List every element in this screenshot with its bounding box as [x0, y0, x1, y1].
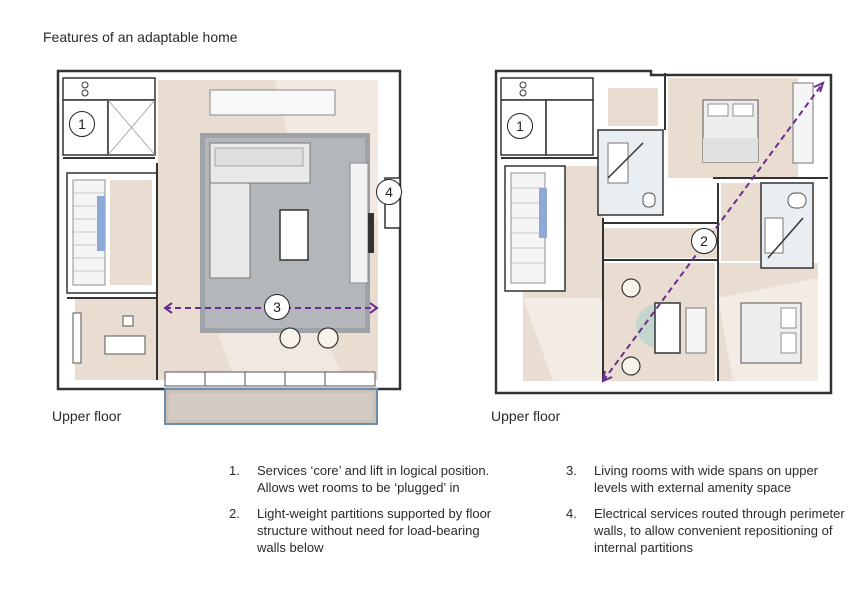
- note-number: 3.: [566, 463, 577, 478]
- note-text: Services ‘core’ and lift in logical posi…: [257, 463, 490, 495]
- right-plan-drawing: [494, 69, 833, 395]
- storage-cupboard: [500, 77, 594, 101]
- marker-3-label: 3: [273, 299, 281, 315]
- marker-1-label: 1: [516, 118, 524, 134]
- chair: [317, 327, 339, 349]
- right-floor-plan: 1 2: [493, 68, 833, 398]
- note-1: 1. Services ‘core’ and lift in logical p…: [229, 462, 509, 496]
- storage-cupboard: [62, 77, 156, 101]
- note-number: 1.: [229, 463, 240, 478]
- note-4: 4. Electrical services routed through pe…: [566, 505, 846, 556]
- note-number: 2.: [229, 506, 240, 521]
- marker-4: 4: [376, 179, 402, 205]
- desk: [654, 302, 681, 354]
- marker-1-label: 1: [78, 116, 86, 132]
- note-2: 2. Light-weight partitions supported by …: [229, 505, 509, 556]
- marker-1: 1: [69, 111, 95, 137]
- marker-2-label: 2: [700, 233, 708, 249]
- chair: [279, 327, 301, 349]
- figure-title: Features of an adaptable home: [43, 29, 238, 45]
- marker-2: 2: [691, 228, 717, 254]
- tv-unit: [349, 162, 369, 284]
- left-plan-drawing: [56, 69, 402, 425]
- chair: [621, 278, 641, 298]
- notes-column-right: 3. Living rooms with wide spans on upper…: [566, 462, 846, 565]
- note-text: Electrical services routed through perim…: [594, 506, 845, 555]
- right-floor-label: Upper floor: [491, 408, 561, 424]
- left-floor-label: Upper floor: [52, 408, 122, 424]
- coffee-table: [279, 209, 309, 261]
- marker-3: 3: [264, 294, 290, 320]
- note-text: Living rooms with wide spans on upper le…: [594, 463, 819, 495]
- left-floor-plan: 1 3 4: [55, 68, 405, 430]
- chair: [621, 356, 641, 376]
- notes-column-left: 1. Services ‘core’ and lift in logical p…: [229, 462, 509, 565]
- note-number: 4.: [566, 506, 577, 521]
- note-text: Light-weight partitions supported by flo…: [257, 506, 492, 555]
- desk: [104, 335, 146, 355]
- marker-1: 1: [507, 113, 533, 139]
- marker-4-label: 4: [385, 184, 393, 200]
- note-3: 3. Living rooms with wide spans on upper…: [566, 462, 846, 496]
